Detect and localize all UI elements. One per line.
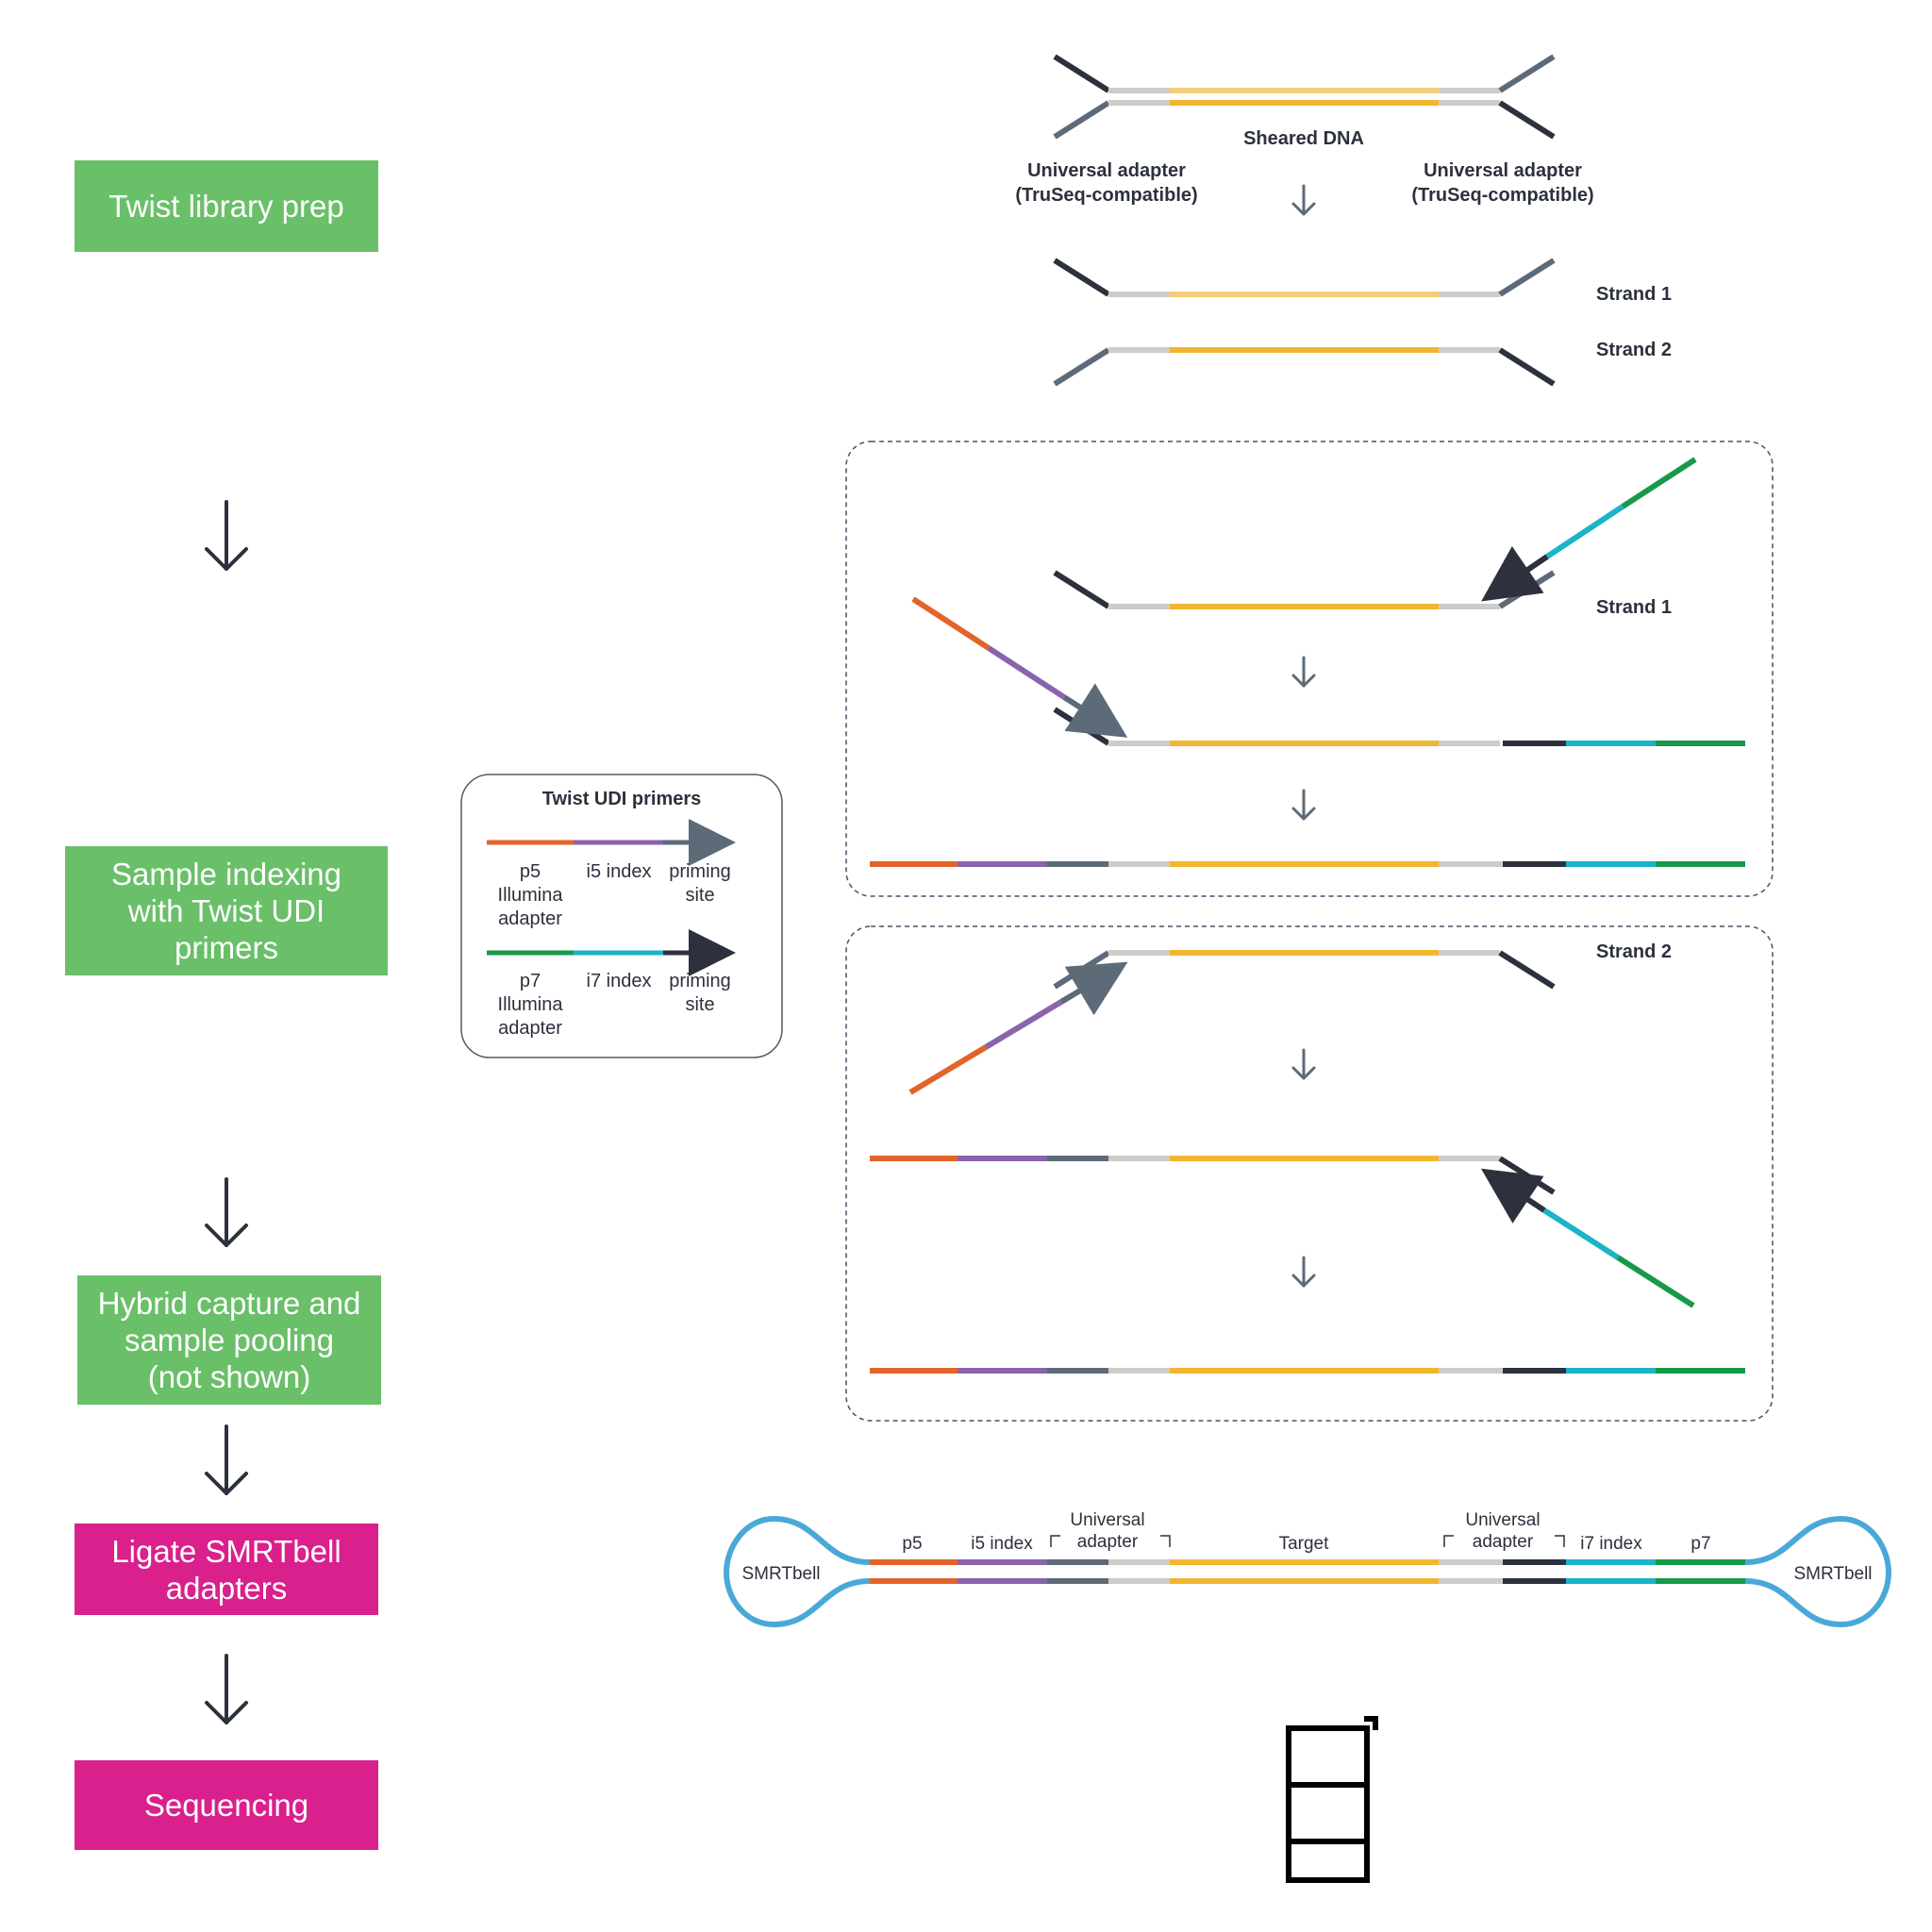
smrt-univ-right-label-2: adapter: [1473, 1532, 1534, 1552]
sheared-dna-duplex: [1053, 54, 1556, 140]
legend-priming-label-2: site: [685, 994, 714, 1015]
legend-i5-label: i5 index: [587, 861, 652, 882]
panel2-strand-label: Strand 2: [1596, 941, 1672, 962]
step-label: Ligate SMRTbell adapters: [111, 1533, 341, 1606]
legend-priming-label: priming: [669, 971, 731, 991]
flow-arrow-icon: [205, 1177, 248, 1247]
legend-p7-label-3: adapter: [498, 1018, 562, 1039]
legend-p5-label-2: Illumina: [498, 885, 564, 906]
down-arrow-icon: [1291, 1256, 1316, 1288]
panel1-strand-label: Strand 1: [1596, 597, 1672, 618]
step-sequencing: Sequencing: [75, 1760, 378, 1850]
universal-adapter-bracket-right: [1443, 1535, 1565, 1547]
right-adapter-label: Universal adapter: [1424, 160, 1582, 181]
panel-strand-1: [845, 441, 1774, 897]
sequencer-icon: [1286, 1716, 1378, 1883]
left-adapter-sublabel: (TruSeq-compatible): [1015, 185, 1197, 206]
flow-arrow-icon: [205, 500, 248, 571]
down-arrow-icon: [1291, 789, 1316, 821]
panel2-template-strand: [1053, 950, 1556, 990]
smrtbell-left-loop: [723, 1515, 871, 1628]
right-adapter-sublabel: (TruSeq-compatible): [1411, 185, 1593, 206]
smrt-univ-right-label: Universal: [1465, 1510, 1540, 1530]
panel2-extended-strand: [870, 1156, 1556, 1195]
smrtbell-right-loop: [1744, 1515, 1892, 1628]
step-label: Twist library prep: [108, 189, 344, 224]
legend-title: Twist UDI primers: [542, 789, 702, 809]
legend-priming-label: priming: [669, 861, 731, 882]
flow-arrow-icon: [205, 1654, 248, 1724]
left-adapter-label: Universal adapter: [1027, 160, 1186, 181]
step-label: Sequencing: [143, 1788, 309, 1823]
panel-strand-2: [845, 925, 1774, 1422]
sheared-dna-label: Sheared DNA: [1243, 128, 1364, 149]
smrt-p7-label: p7: [1690, 1534, 1710, 1554]
panel1-extended-strand: [1053, 707, 1745, 746]
smrt-univ-left-label-2: adapter: [1077, 1532, 1139, 1552]
strand-2-top: [1053, 347, 1556, 387]
flow-arrow-icon: [205, 1424, 248, 1495]
panel1-i7-primer: [1481, 457, 1697, 602]
step-label: Sample indexing with Twist UDI primers: [111, 857, 341, 965]
strand-1-label: Strand 1: [1596, 284, 1672, 305]
legend-priming-label-2: site: [685, 885, 714, 906]
smrtbell-right-label: SMRTbell: [1793, 1564, 1872, 1584]
smrt-i5-label: i5 index: [971, 1534, 1033, 1554]
universal-adapter-bracket-left: [1050, 1535, 1171, 1547]
step-twist-library-prep: Twist library prep: [75, 160, 378, 252]
smrt-i7-label: i7 index: [1580, 1534, 1642, 1554]
panel2-i7-primer: [1480, 1168, 1695, 1308]
panel2-i5-primer: [908, 961, 1128, 1095]
strand-2-label: Strand 2: [1596, 340, 1672, 360]
smrt-target-label: Target: [1279, 1534, 1330, 1554]
step-hybrid-capture: Hybrid capture and sample pooling (not s…: [77, 1275, 381, 1405]
smrt-p5-label: p5: [902, 1534, 922, 1554]
step-sample-indexing: Sample indexing with Twist UDI primers: [65, 846, 388, 975]
legend-p5-label: p5: [520, 861, 541, 882]
strand-1-top: [1053, 258, 1556, 297]
down-arrow-icon: [1291, 656, 1316, 688]
panel1-i5-primer: [911, 596, 1128, 738]
smrt-univ-left-label: Universal: [1070, 1510, 1144, 1530]
legend-p7-label: p7: [520, 971, 541, 991]
legend-i7-label: i7 index: [587, 971, 652, 991]
down-arrow-icon: [1291, 184, 1316, 216]
step-label: Hybrid capture and sample pooling (not s…: [97, 1286, 361, 1394]
down-arrow-icon: [1291, 1048, 1316, 1080]
legend-p7-label-2: Illumina: [498, 994, 564, 1015]
smrtbell-left-label: SMRTbell: [741, 1564, 820, 1584]
step-ligate-smrtbell: Ligate SMRTbell adapters: [75, 1524, 378, 1615]
panel1-template-strand: [1053, 570, 1556, 609]
legend-p5-label-3: adapter: [498, 908, 562, 929]
